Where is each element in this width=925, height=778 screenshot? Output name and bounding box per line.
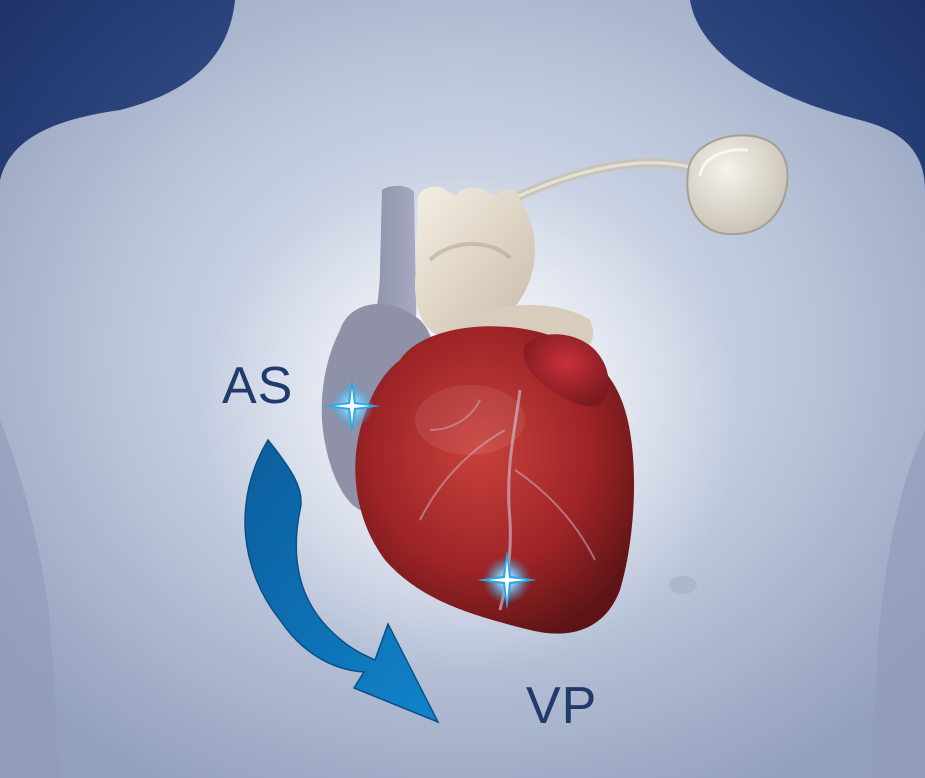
pacemaker-icon bbox=[687, 135, 787, 234]
atrial-sense-label: AS bbox=[222, 356, 293, 416]
ventricular-pace-label: VP bbox=[526, 676, 597, 736]
chest-detail bbox=[669, 576, 697, 594]
